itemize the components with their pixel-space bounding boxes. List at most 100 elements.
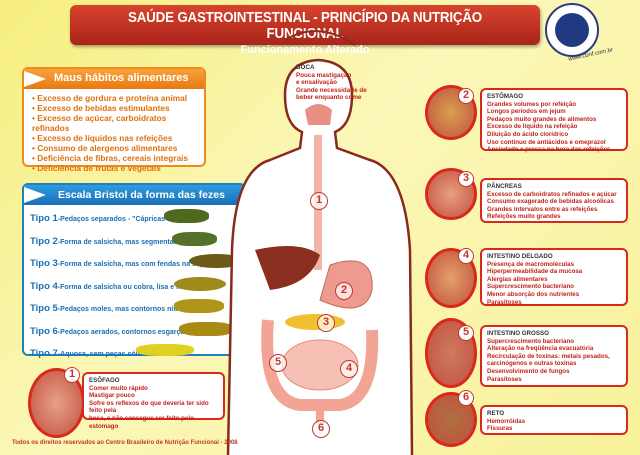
arrow-icon xyxy=(24,71,46,87)
body-organ-marker: 1 xyxy=(310,192,328,210)
title-banner: SAÚDE GASTROINTESTINAL - PRINCÍPIO DA NU… xyxy=(70,5,540,56)
body-organ-marker: 2 xyxy=(335,282,353,300)
liver xyxy=(255,246,320,290)
bristol-type-row: Tipo 4-Forma de salsicha ou cobra, lisa … xyxy=(30,281,192,292)
bad-habit-item: Deficiência de frutas e vegetais xyxy=(32,163,204,173)
stool-type-2-image xyxy=(172,231,217,246)
organ-number-badge: 4 xyxy=(458,248,474,264)
organ-issue: Grandes intervalos entre as refeições xyxy=(487,205,598,213)
organ-issue: Desenvolvimento de fungos xyxy=(487,367,570,375)
organ-issue: Excesso de carboidratos refinados e açúc… xyxy=(487,190,617,198)
organ-issue: carcinógenos e outras toxinas xyxy=(487,360,577,368)
body-organ-marker: 5 xyxy=(269,354,287,372)
organ-issue: Alergias alimentares xyxy=(487,275,548,283)
organ-issue: Supercrescimento bacteriano xyxy=(487,283,574,291)
page-title: SAÚDE GASTROINTESTINAL - PRINCÍPIO DA NU… xyxy=(128,10,482,42)
bad-habit-item: Deficiência de fibras, cereais integrais xyxy=(32,153,204,163)
bristol-type-row: Tipo 2-Forma de salsicha, mas segmentada xyxy=(30,236,182,247)
bad-habit-item: Consumo de alergenos alimentares xyxy=(32,143,204,153)
organ-issue: Parasitoses xyxy=(487,298,522,306)
organ-issue: Refeições muito grandes xyxy=(487,213,561,221)
pancreas xyxy=(285,314,345,330)
organ-issue: Fissuras xyxy=(487,425,513,433)
organ-number-badge: 2 xyxy=(458,88,474,104)
organ-number-badge: 5 xyxy=(458,325,474,341)
organ-issue: Diluição do ácido clorídrico xyxy=(487,130,569,138)
organ-issue: Comer muito rápido xyxy=(89,384,148,392)
bristol-type-label: Tipo 3 xyxy=(30,258,58,269)
organ-issue: Presença de macromoléculas xyxy=(487,260,575,268)
organ-illustration xyxy=(425,392,477,447)
organ-illustration xyxy=(425,318,477,388)
organ-issue: Uso contínuo de antiácidos e omeprazol xyxy=(487,138,606,146)
organ-issue: Excesso de líquido na refeição xyxy=(487,123,578,131)
mouth-line: e ensalivação xyxy=(296,79,337,87)
organ-issue: Hemorróidas xyxy=(487,417,526,425)
organ-title: RETO xyxy=(487,410,505,417)
page-subtitle: Funcionamento Alterado xyxy=(240,44,370,56)
organ-issue: Parasitoses xyxy=(487,375,522,383)
bristol-type-desc: -Forma de salsicha ou cobra, lisa e mole xyxy=(57,283,193,291)
large-intestine xyxy=(261,319,379,411)
bristol-type-label: Tipo 1 xyxy=(30,213,58,224)
stool-type-3-image xyxy=(189,254,244,268)
bristol-type-label: Tipo 4 xyxy=(30,280,58,292)
bristol-type-label: Tipo 5 xyxy=(30,303,58,314)
organ-title: INTESTINO GROSSO xyxy=(487,330,549,337)
organ-issue: Grandes volumes por refeição xyxy=(487,100,577,108)
mouth-line: Pouca mastigação xyxy=(296,71,352,79)
bristol-type-desc: -Forma de salsicha, mas com fendas na su… xyxy=(57,261,226,268)
organ-issue: Recirculação de toxinas: metais pesados, xyxy=(487,352,610,360)
bristol-type-row: Tipo 1-Pedaços separados - "Cápricas" xyxy=(30,213,168,224)
organ-title: PÂNCREAS xyxy=(487,183,522,190)
bristol-type-desc: -Pedaços aerados, contornos esgarçados xyxy=(57,328,197,336)
organ-title: INTESTINO DELGADO xyxy=(487,253,553,260)
bad-habit-item: Excesso de gordura e proteína animal xyxy=(32,93,204,103)
bristol-type-desc: -Pedaços separados - "Cápricas" xyxy=(57,216,169,223)
organ-issue: Mastigar pouco xyxy=(89,392,135,400)
bad-habit-item: Excesso de açúcar, carboidratos refinado… xyxy=(32,113,204,133)
bad-habit-item: Excesso de líquidos nas refeições xyxy=(32,133,204,143)
organ-issue: Hiperpermeabilidade da mucosa xyxy=(487,268,583,276)
cbnf-logo xyxy=(545,3,599,57)
stool-type-6-image xyxy=(179,321,234,336)
mouth xyxy=(305,104,332,125)
stool-type-4-image xyxy=(174,276,226,291)
mouth-line: beber enquanto come xyxy=(296,94,362,102)
stool-type-5-image xyxy=(174,299,224,313)
organ-number-badge: 3 xyxy=(458,171,474,187)
body-organ-marker: 4 xyxy=(340,360,358,378)
bristol-title: Escala Bristol da forma das fezes xyxy=(58,189,225,201)
organ-issue: Consumo exagerado de bebidas alcoólicas xyxy=(487,198,614,206)
footer-copyright: Todos os direitos reservados ao Centro B… xyxy=(12,440,238,446)
bristol-type-label: Tipo 7 xyxy=(30,348,58,359)
organ-issue: Longos períodos em jejum xyxy=(487,108,566,116)
mouth-line: Grande necessidade de xyxy=(296,86,367,94)
stool-type-1-image xyxy=(164,209,209,223)
organ-number-badge: 1 xyxy=(64,367,80,383)
bristol-type-desc: -Forma de salsicha, mas segmentada xyxy=(57,238,182,246)
bristol-type-desc: -Pedaços moles, mas contornos nítidos xyxy=(57,306,191,313)
bristol-type-row: Tipo 7-Aquosa, sem peças sólidas xyxy=(30,348,152,359)
organ-issue: Supercrescimento bacteriano xyxy=(487,337,574,345)
organ-issue: Pedaços muito grandes de alimentos xyxy=(487,115,597,123)
bristol-type-row: Tipo 5-Pedaços moles, mas contornos níti… xyxy=(30,303,190,314)
bristol-scale-panel: Escala Bristol da forma das fezes Tipo 1… xyxy=(22,183,246,359)
mouth-title: BOCA xyxy=(296,64,315,71)
organ-illustration xyxy=(425,248,477,308)
organ-issue: Sofre os reflexos do que deveria ter sid… xyxy=(89,399,209,415)
organ-number-badge: 6 xyxy=(458,390,474,406)
organ-issue: boca, e não consegue ser feito pelo esto… xyxy=(89,414,194,430)
organ-title: ESTÔMAGO xyxy=(487,93,524,100)
stool-type-7-image xyxy=(136,344,194,356)
bristol-type-desc: -Aquosa, sem peças sólidas xyxy=(57,351,152,358)
organ-issue: Ansiedade e pressa na hora das refeições xyxy=(487,146,611,154)
body-organ-marker: 3 xyxy=(317,314,335,332)
